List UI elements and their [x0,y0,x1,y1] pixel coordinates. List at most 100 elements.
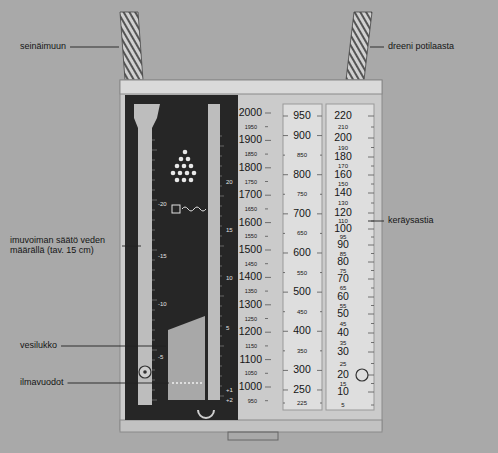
scale-tick [265,154,268,155]
scale-tick [320,233,322,234]
callout-label: dreeni potilaasta [388,42,454,52]
scale-tick [152,240,155,241]
scale-number: +2 [226,397,233,404]
leader-line [370,47,384,48]
bubble [178,171,183,176]
scale-number: 850 [297,152,307,159]
scale-tick [317,213,322,214]
scale-number: 400 [293,325,311,337]
bubble [185,171,190,176]
scale-tick [283,272,285,273]
scale-tick [371,270,374,271]
scale-tick [265,113,271,114]
unit-top [120,80,382,94]
scale-number: 10 [337,386,349,398]
scale-tick [220,136,222,137]
scale-tick [283,213,288,214]
scale-tick [283,311,285,312]
scale-tick [265,277,271,278]
scale-tick [265,400,268,401]
scale-tick [152,190,155,191]
bubble [175,178,180,183]
scale-tick [283,403,285,404]
scale-tick [265,181,268,182]
scale-tick [265,318,268,319]
scale-number: 70 [337,273,349,285]
scale-tick [368,175,374,176]
scale-tick [371,166,374,167]
scale-number: 50 [337,308,349,320]
scale-tick [371,363,374,364]
scale-tick [371,383,374,384]
bubble [189,178,194,183]
scale-number: 225 [297,400,307,407]
scale-tick [152,210,155,211]
scale-number: 1550 [245,233,257,239]
scale-tick [371,405,374,406]
scale-number: 600 [293,247,311,259]
scale-tick [220,356,222,357]
scale-tick [265,291,268,292]
scale-number: 1250 [245,315,257,321]
scale-tick [152,220,155,221]
scale-tick [283,116,288,117]
scale-number: 1350 [245,288,257,294]
scale-tick [317,292,322,293]
scale-tick [152,330,155,331]
scale-number: 1500 [239,244,262,256]
scale-tick [283,389,288,390]
scale-number: 950 [293,110,311,122]
bubble [189,164,194,169]
scale-number: 1450 [245,261,257,267]
scale-number: 120 [334,207,352,219]
scale-tick [283,233,285,234]
scale-tick [317,370,322,371]
scale-tick [152,170,155,171]
scale-number: 1950 [245,124,257,130]
scale-number: 1650 [245,206,257,212]
scale-tick [152,250,157,251]
scale-number: 750 [297,191,307,198]
unit-base [120,420,382,432]
leader-line [68,383,169,384]
seal-bend [198,410,214,418]
scale-number: 180 [334,151,352,163]
scale-tick [152,160,155,161]
scale-number: 1400 [239,272,262,284]
scale-tick [265,140,271,141]
scale-tick [220,306,222,307]
scale-tick [368,262,374,263]
scale-number: 130 [338,200,348,207]
scale-number: -5 [158,354,163,361]
scale-tick [283,292,288,293]
scale-tick [320,403,322,404]
float-ball [139,366,151,378]
scale-tick [368,375,374,376]
leader-lines [61,47,384,383]
scale-tick [152,230,155,231]
scale-number: 190 [338,144,348,151]
suction-panel [125,95,238,420]
scale-number: 200 [334,132,352,144]
scale-number: 800 [293,169,311,181]
scale-tick [220,216,222,217]
scale-tick [368,157,374,158]
scale-tick [368,352,374,353]
scale-tick [317,135,322,136]
callout-label: seinäimuun [20,42,66,52]
scale-tick [265,126,268,127]
callout-label: ilmavuodot [20,378,64,388]
scale-number: 5 [226,325,229,332]
scale-tick [220,286,222,287]
scale-tick [152,350,157,351]
scale-number: 20 [226,179,233,186]
scale-tick [152,390,155,391]
scale-tick [371,288,374,289]
scale-tick [317,252,322,253]
scale-number: 10 [226,275,233,282]
scale-number: 1700 [239,189,262,201]
scale-tick [220,376,222,377]
scale-number: 90 [337,239,349,251]
scale-tick [317,331,322,332]
collection-column [283,104,322,410]
